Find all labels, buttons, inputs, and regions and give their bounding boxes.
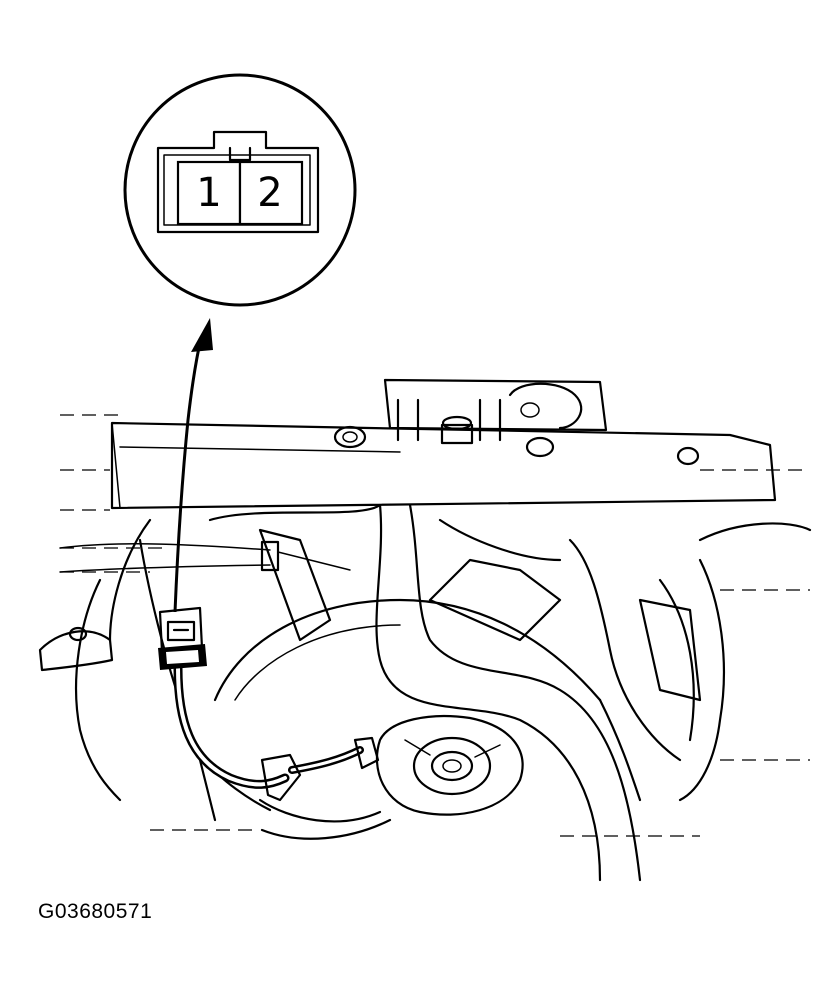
pin-1-label: 1 (196, 170, 221, 216)
figure-code: G03680571 (38, 900, 153, 923)
engine-assembly-drawing (38, 378, 812, 882)
harness-connector (158, 606, 207, 670)
connector-face: 1 2 (156, 130, 320, 234)
pin-2-label: 2 (257, 170, 282, 216)
sensor-harness (173, 663, 380, 802)
connector-detail-callout: 1 2 (123, 73, 357, 307)
leader-arrow (173, 318, 213, 613)
pin-1-cavity (176, 160, 242, 226)
pin-2-cavity (238, 160, 304, 226)
arrowhead-icon (191, 318, 213, 352)
